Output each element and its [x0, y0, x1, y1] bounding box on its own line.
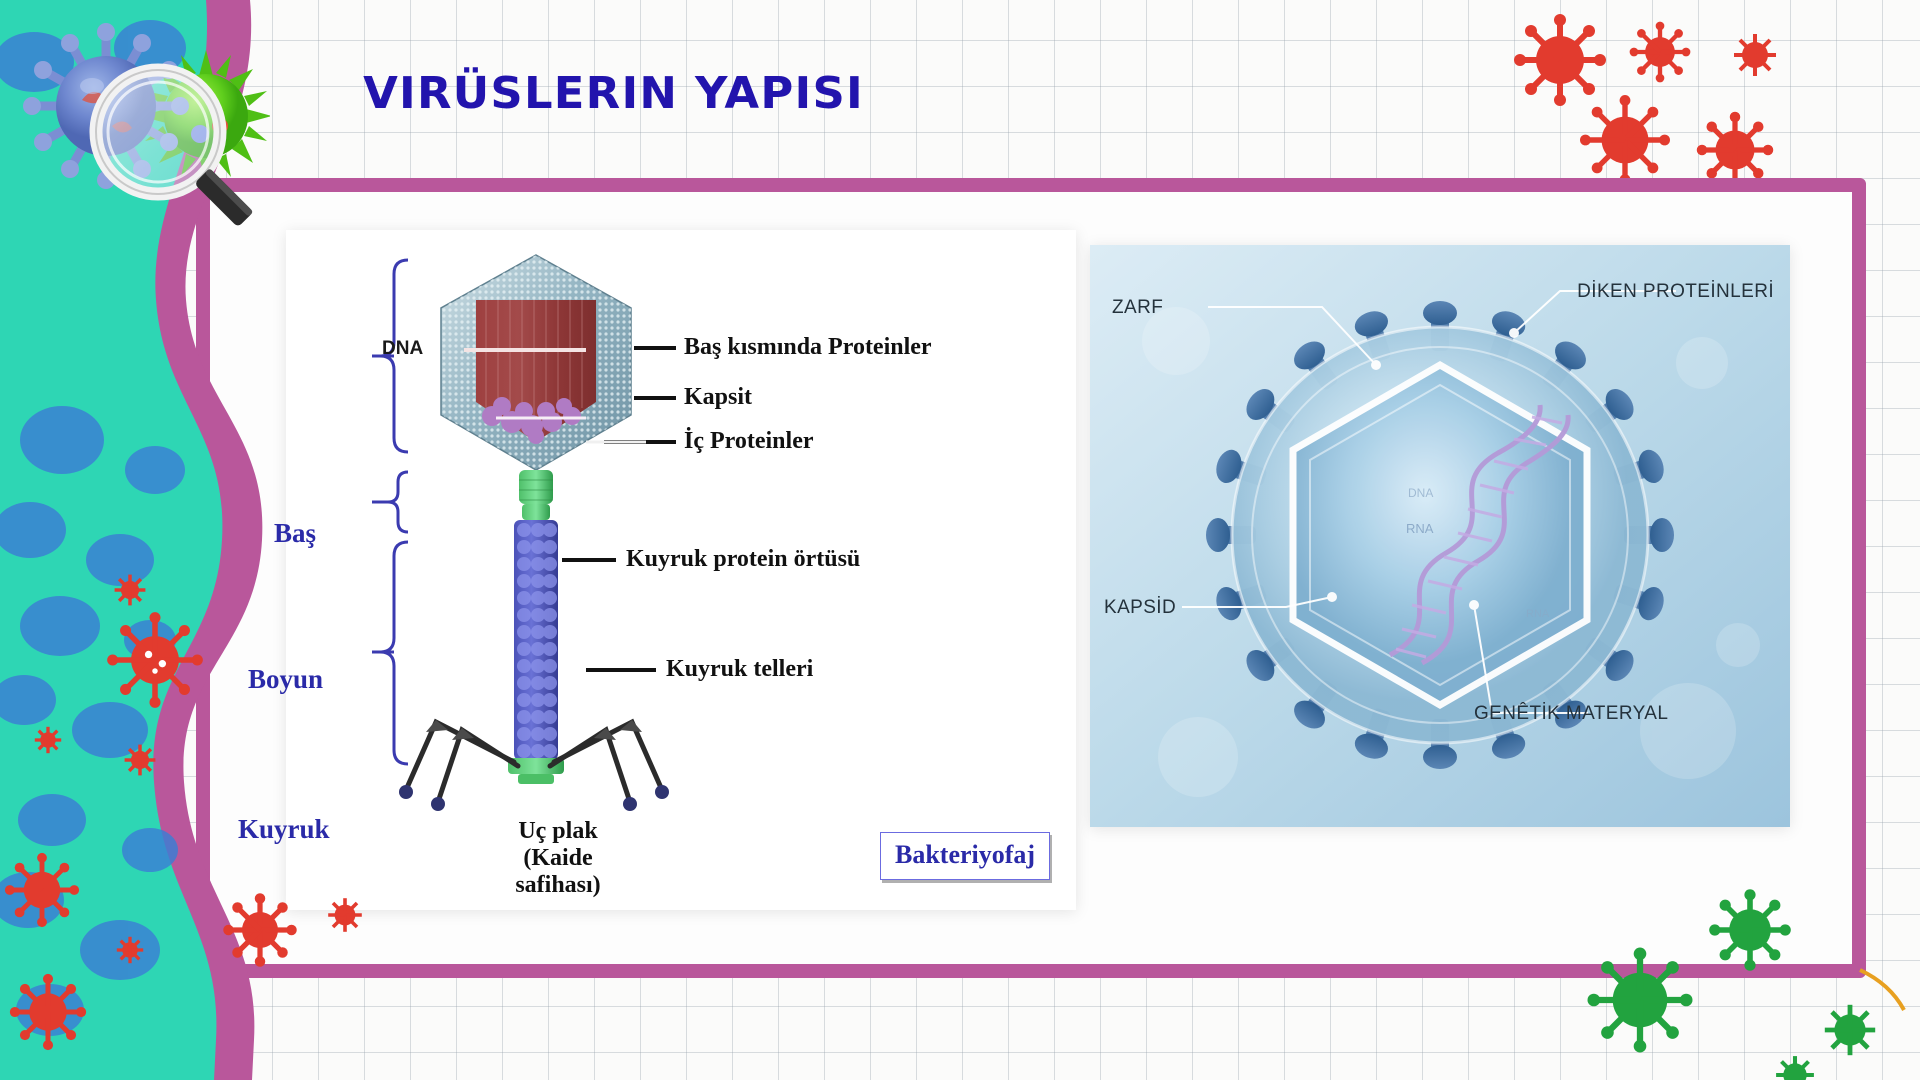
- phage-label-kuyruk-telleri: Kuyruk telleri: [666, 656, 814, 682]
- bacteriophage-illustration: [372, 254, 676, 811]
- phage-bracket-label-kuyruk: Kuyruk: [238, 814, 330, 844]
- phage-base-plate: [508, 758, 564, 784]
- page-title-tail: ISI: [794, 68, 864, 119]
- bakteriyofaj-caption-box: Bakteriyofaj: [880, 832, 1051, 880]
- corona-label-zarf: ZARF: [1112, 297, 1164, 318]
- bacteriophage-diagram-panel: Baş Boyun Kuyruk DNA Baş kısmında Protei…: [238, 230, 1076, 910]
- phage-label-bas-kisminda-proteinler: Baş kısmında Proteinler: [684, 334, 932, 360]
- phage-label-uc-plak-line3: safihası): [515, 871, 601, 898]
- phage-label-dna: DNA: [382, 338, 424, 359]
- phage-bracket-label-bas: Baş: [274, 518, 317, 548]
- phage-head: [440, 254, 632, 471]
- phage-label-uc-plak-line1: Uç plak: [518, 818, 598, 844]
- phage-brackets: [372, 258, 409, 766]
- phage-label-uc-plak-group: Uç plak (Kaide safihası): [468, 818, 648, 899]
- corona-inner-text-rna: RNA: [1406, 521, 1434, 536]
- page-title-main: VIRÜSLERIN YAP: [363, 68, 795, 119]
- corona-inner-text-rna2: RNA: [1526, 608, 1550, 620]
- phage-label-ic-proteinler: İç Proteinler: [684, 428, 814, 454]
- decorative-virus-cluster-bottom-right: [1587, 889, 1906, 1080]
- phage-tail-sheath: [514, 520, 558, 760]
- phage-label-kapsit: Kapsit: [684, 384, 753, 410]
- page-title: VIRÜSLERIN YAPISI: [363, 68, 864, 119]
- phage-neck: [519, 470, 553, 520]
- decorative-virus-small-bottom-left: [223, 893, 362, 967]
- phage-bracket-label-boyun: Boyun: [248, 664, 324, 694]
- phage-label-kuyruk-protein-ortusu: Kuyruk protein örtüsü: [626, 546, 861, 572]
- coronavirus-illustration: DNA RNA RNA: [1090, 245, 1790, 827]
- phage-label-uc-plak-line2: (Kaide: [523, 844, 593, 871]
- corona-label-genetik-materyal: GENÊTİK MATERYAL: [1474, 703, 1669, 724]
- magnifier-virus-illustration: [23, 23, 270, 226]
- corona-label-kapsid: KAPSİD: [1104, 597, 1177, 618]
- left-decorative-panel: [0, 0, 280, 1080]
- decorative-virus-cluster-top-right: [1514, 14, 1776, 189]
- corona-label-diken-proteinleri: DİKEN PROTEİNLERİ: [1577, 281, 1774, 302]
- corona-leader-lines: [1182, 290, 1676, 714]
- corona-inner-text-dna: DNA: [1408, 486, 1433, 500]
- coronavirus-diagram-panel: DNA RNA RNA ZARF DİKEN PROTEİNLERİ: [1090, 245, 1790, 827]
